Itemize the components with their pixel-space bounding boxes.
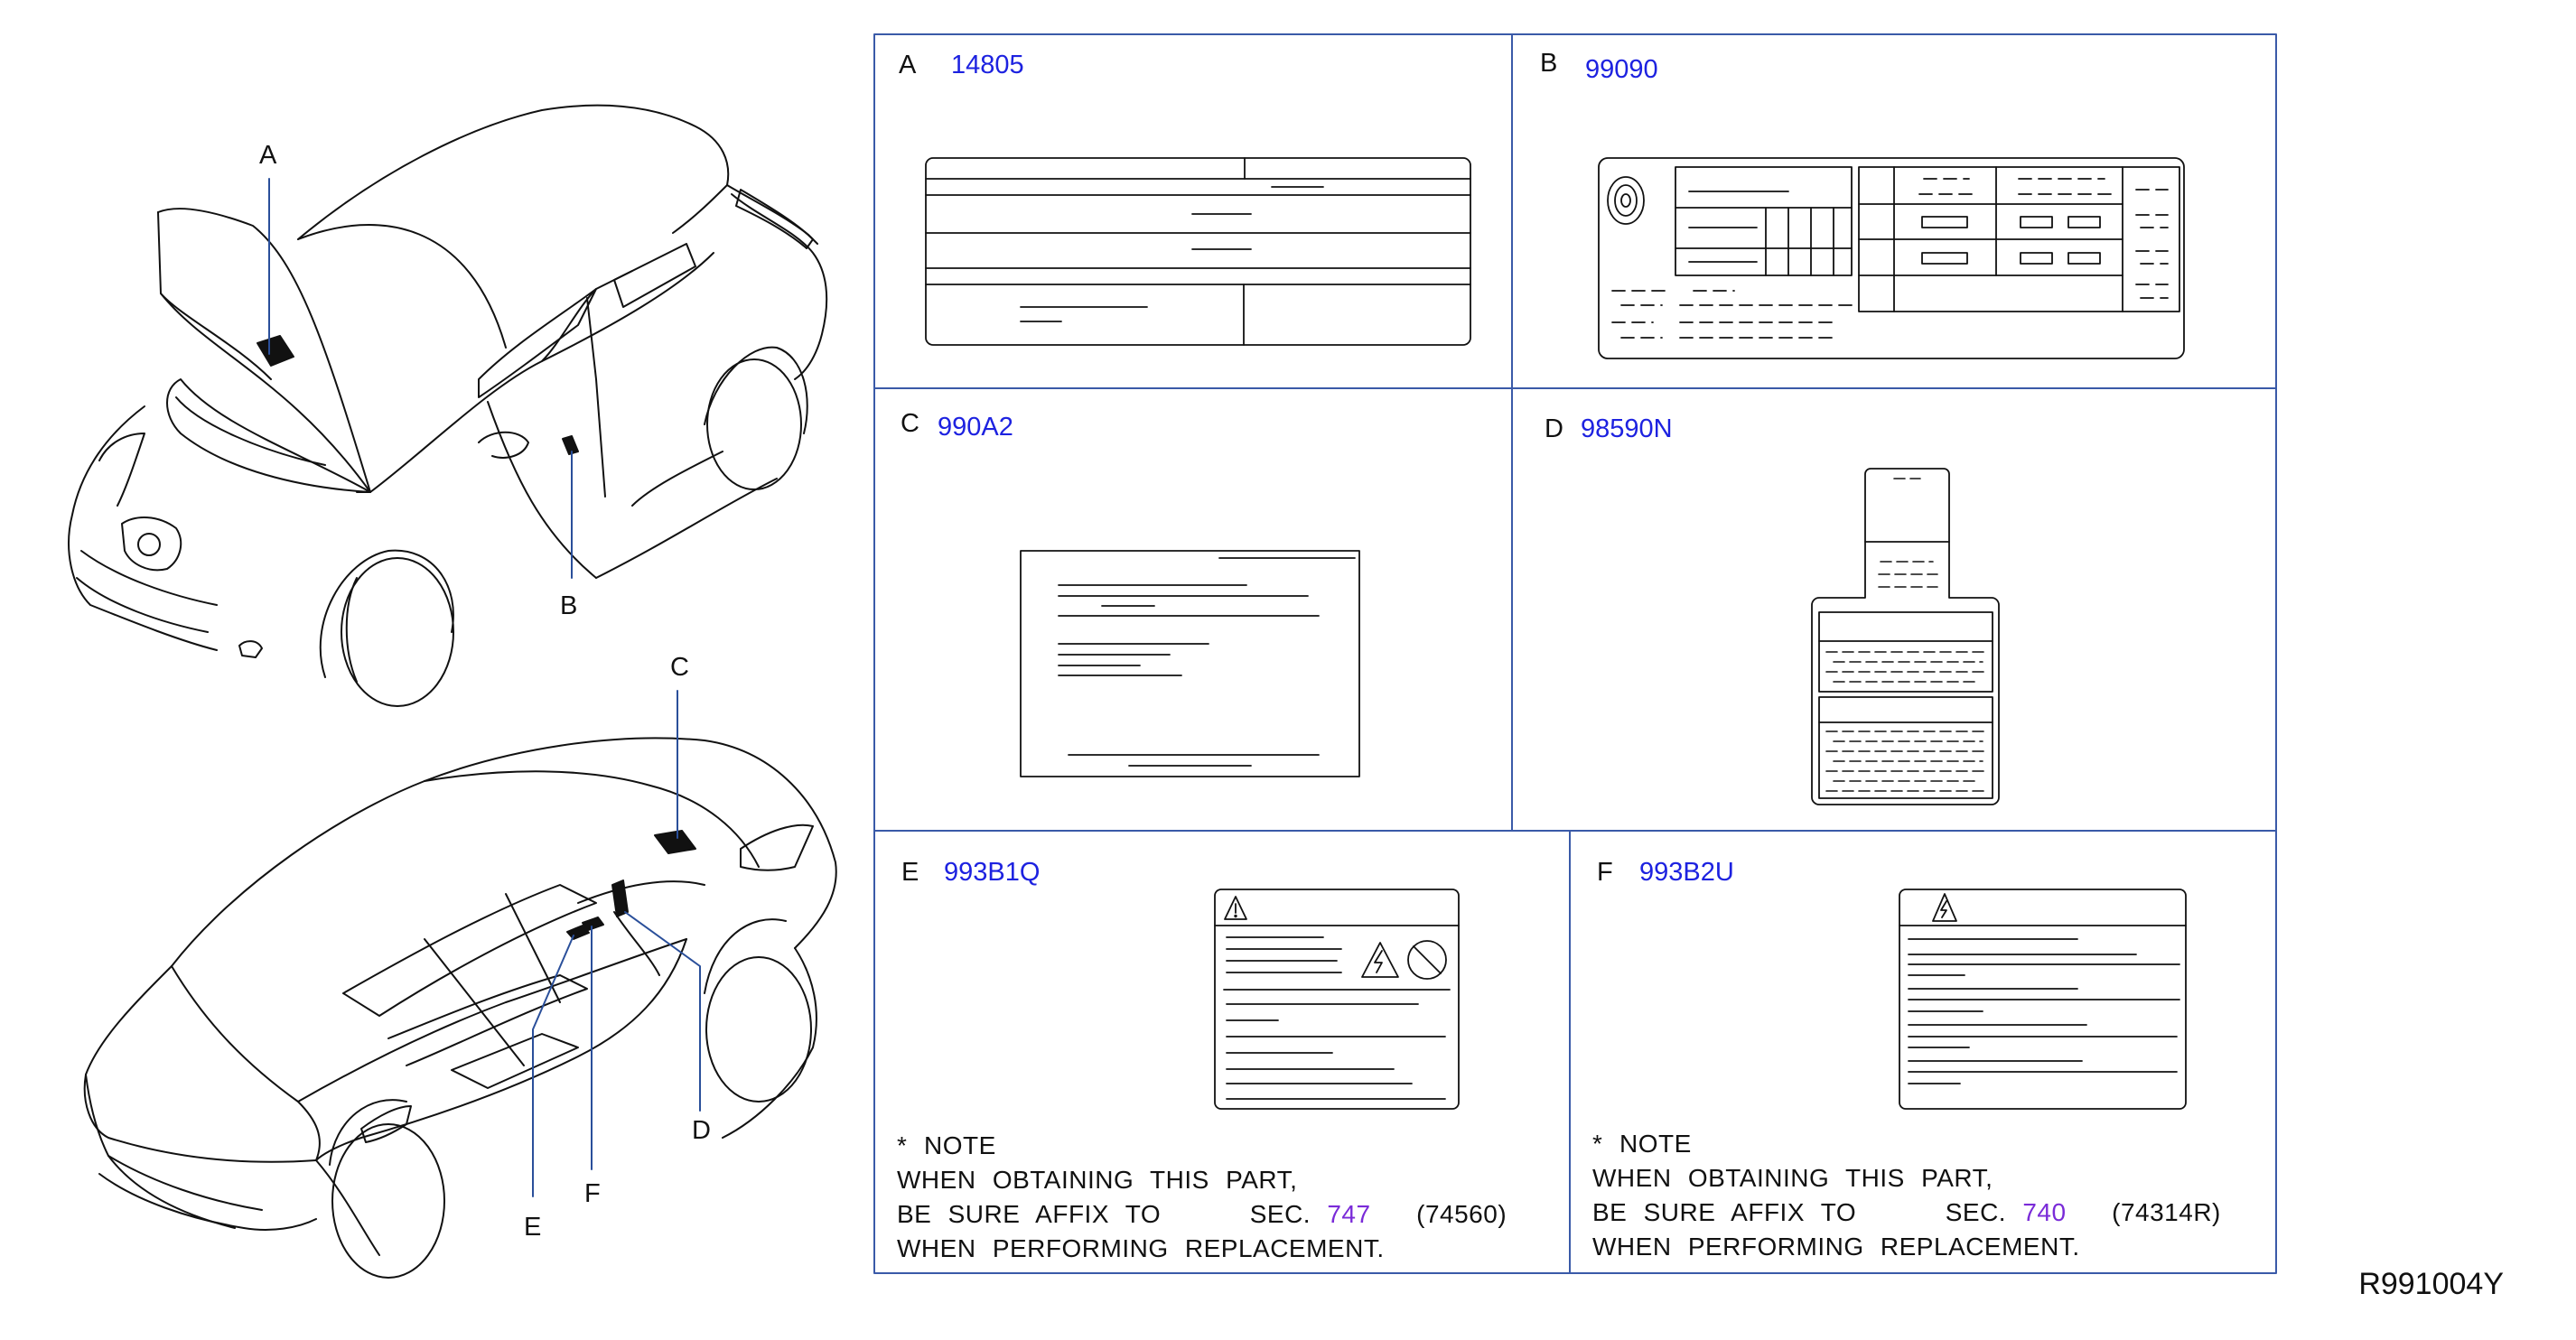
note-e-star: *	[897, 1131, 908, 1159]
note-e-line3: WHEN PERFORMING REPLACEMENT.	[897, 1234, 1385, 1262]
note-e-title: NOTE	[924, 1131, 996, 1159]
label-e-drawing	[1214, 889, 1460, 1110]
label-c-drawing	[1020, 550, 1360, 777]
panel-d-letter: D	[1545, 414, 1563, 443]
label-b-drawing	[1598, 157, 2185, 359]
note-f-line2-text: BE SURE AFFIX TO	[1592, 1198, 1857, 1226]
note-e-line2: BE SURE AFFIX TO SEC. 747 (74560)	[897, 1197, 1507, 1232]
leader-e	[532, 935, 574, 1197]
panel-e-part-link[interactable]: 993B1Q	[944, 858, 1041, 887]
note-f-code: (74314R)	[2112, 1198, 2221, 1226]
note-f-title: NOTE	[1619, 1130, 1692, 1158]
panel-b-letter: B	[1540, 49, 1558, 78]
high-voltage-icon	[1361, 942, 1399, 978]
panel-c-part-link[interactable]: 990A2	[938, 413, 1013, 442]
label-a-drawing	[925, 157, 1471, 346]
note-f-sec-label: SEC.	[1945, 1198, 2007, 1226]
panel-f-letter: F	[1597, 858, 1613, 887]
callout-d: D	[692, 1116, 711, 1145]
tire-icon	[1607, 176, 1645, 225]
callout-b: B	[560, 591, 578, 620]
note-f-line2: BE SURE AFFIX TO SEC. 740 (74314R)	[1592, 1196, 2221, 1230]
panel-c-letter: C	[901, 409, 919, 438]
panel-e-letter: E	[901, 858, 919, 887]
callout-c: C	[670, 653, 689, 682]
panel-grid	[873, 33, 2277, 1274]
prohibition-icon	[1407, 940, 1447, 980]
note-e-line1: WHEN OBTAINING THIS PART,	[897, 1166, 1298, 1194]
car-front-view	[68, 104, 828, 707]
panel-a-part-link[interactable]: 14805	[951, 51, 1024, 79]
note-e: * NOTE WHEN OBTAINING THIS PART, BE SURE …	[897, 1129, 1507, 1266]
car-rear-view	[83, 737, 837, 1279]
note-f: * NOTE WHEN OBTAINING THIS PART, BE SURE …	[1592, 1127, 2221, 1264]
note-f-star: *	[1592, 1130, 1603, 1158]
callout-f: F	[584, 1179, 601, 1208]
label-d-drawing	[1811, 468, 2000, 805]
note-f-heading: * NOTE	[1592, 1127, 2221, 1161]
note-f-line1: WHEN OBTAINING THIS PART,	[1592, 1164, 1993, 1192]
callout-e: E	[524, 1213, 542, 1242]
warning-triangle-icon	[1224, 896, 1247, 920]
label-f-drawing	[1899, 889, 2187, 1110]
note-e-heading: * NOTE	[897, 1129, 1507, 1163]
panel-a-letter: A	[899, 51, 917, 79]
note-f-line3: WHEN PERFORMING REPLACEMENT.	[1592, 1233, 2080, 1261]
note-f-sec-link[interactable]: 740	[2022, 1198, 2067, 1226]
note-e-sec-label: SEC.	[1249, 1200, 1311, 1228]
callout-a: A	[259, 141, 277, 170]
note-e-sec-link[interactable]: 747	[1327, 1200, 1371, 1228]
panel-b-part-link[interactable]: 99090	[1585, 55, 1658, 84]
high-voltage-icon	[1932, 893, 1957, 922]
reference-code: R991004Y	[2358, 1267, 2504, 1301]
panel-f-part-link[interactable]: 993B2U	[1639, 858, 1734, 887]
note-e-code: (74560)	[1416, 1200, 1507, 1228]
note-e-line2-text: BE SURE AFFIX TO	[897, 1200, 1162, 1228]
panel-d-part-link[interactable]: 98590N	[1581, 414, 1673, 443]
leader-d	[624, 911, 701, 1112]
